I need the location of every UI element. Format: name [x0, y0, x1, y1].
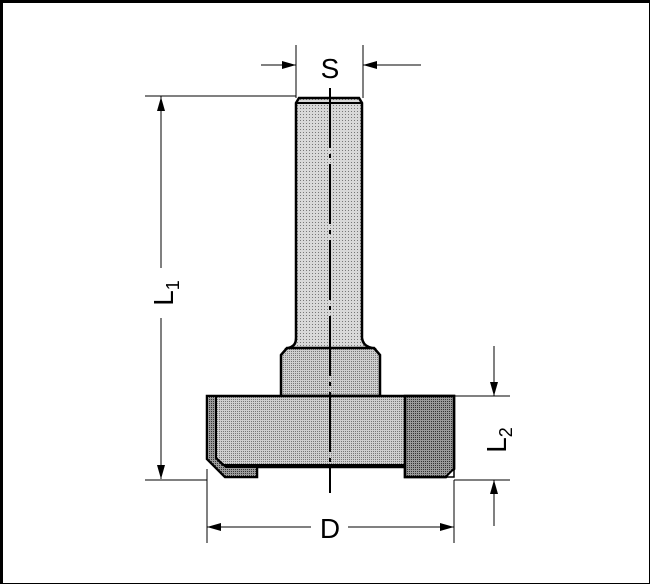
label-s: S [321, 53, 340, 84]
label-d: D [320, 513, 340, 544]
label-l2: L2 [481, 427, 516, 453]
cutter-drawing: S L1 L2 D [145, 45, 516, 544]
dimension-s: S [261, 45, 421, 98]
dimension-l2: L2 [454, 346, 516, 526]
dimension-l1: L1 [145, 95, 296, 481]
dimension-d: D [206, 469, 455, 544]
label-l1: L1 [148, 280, 183, 306]
